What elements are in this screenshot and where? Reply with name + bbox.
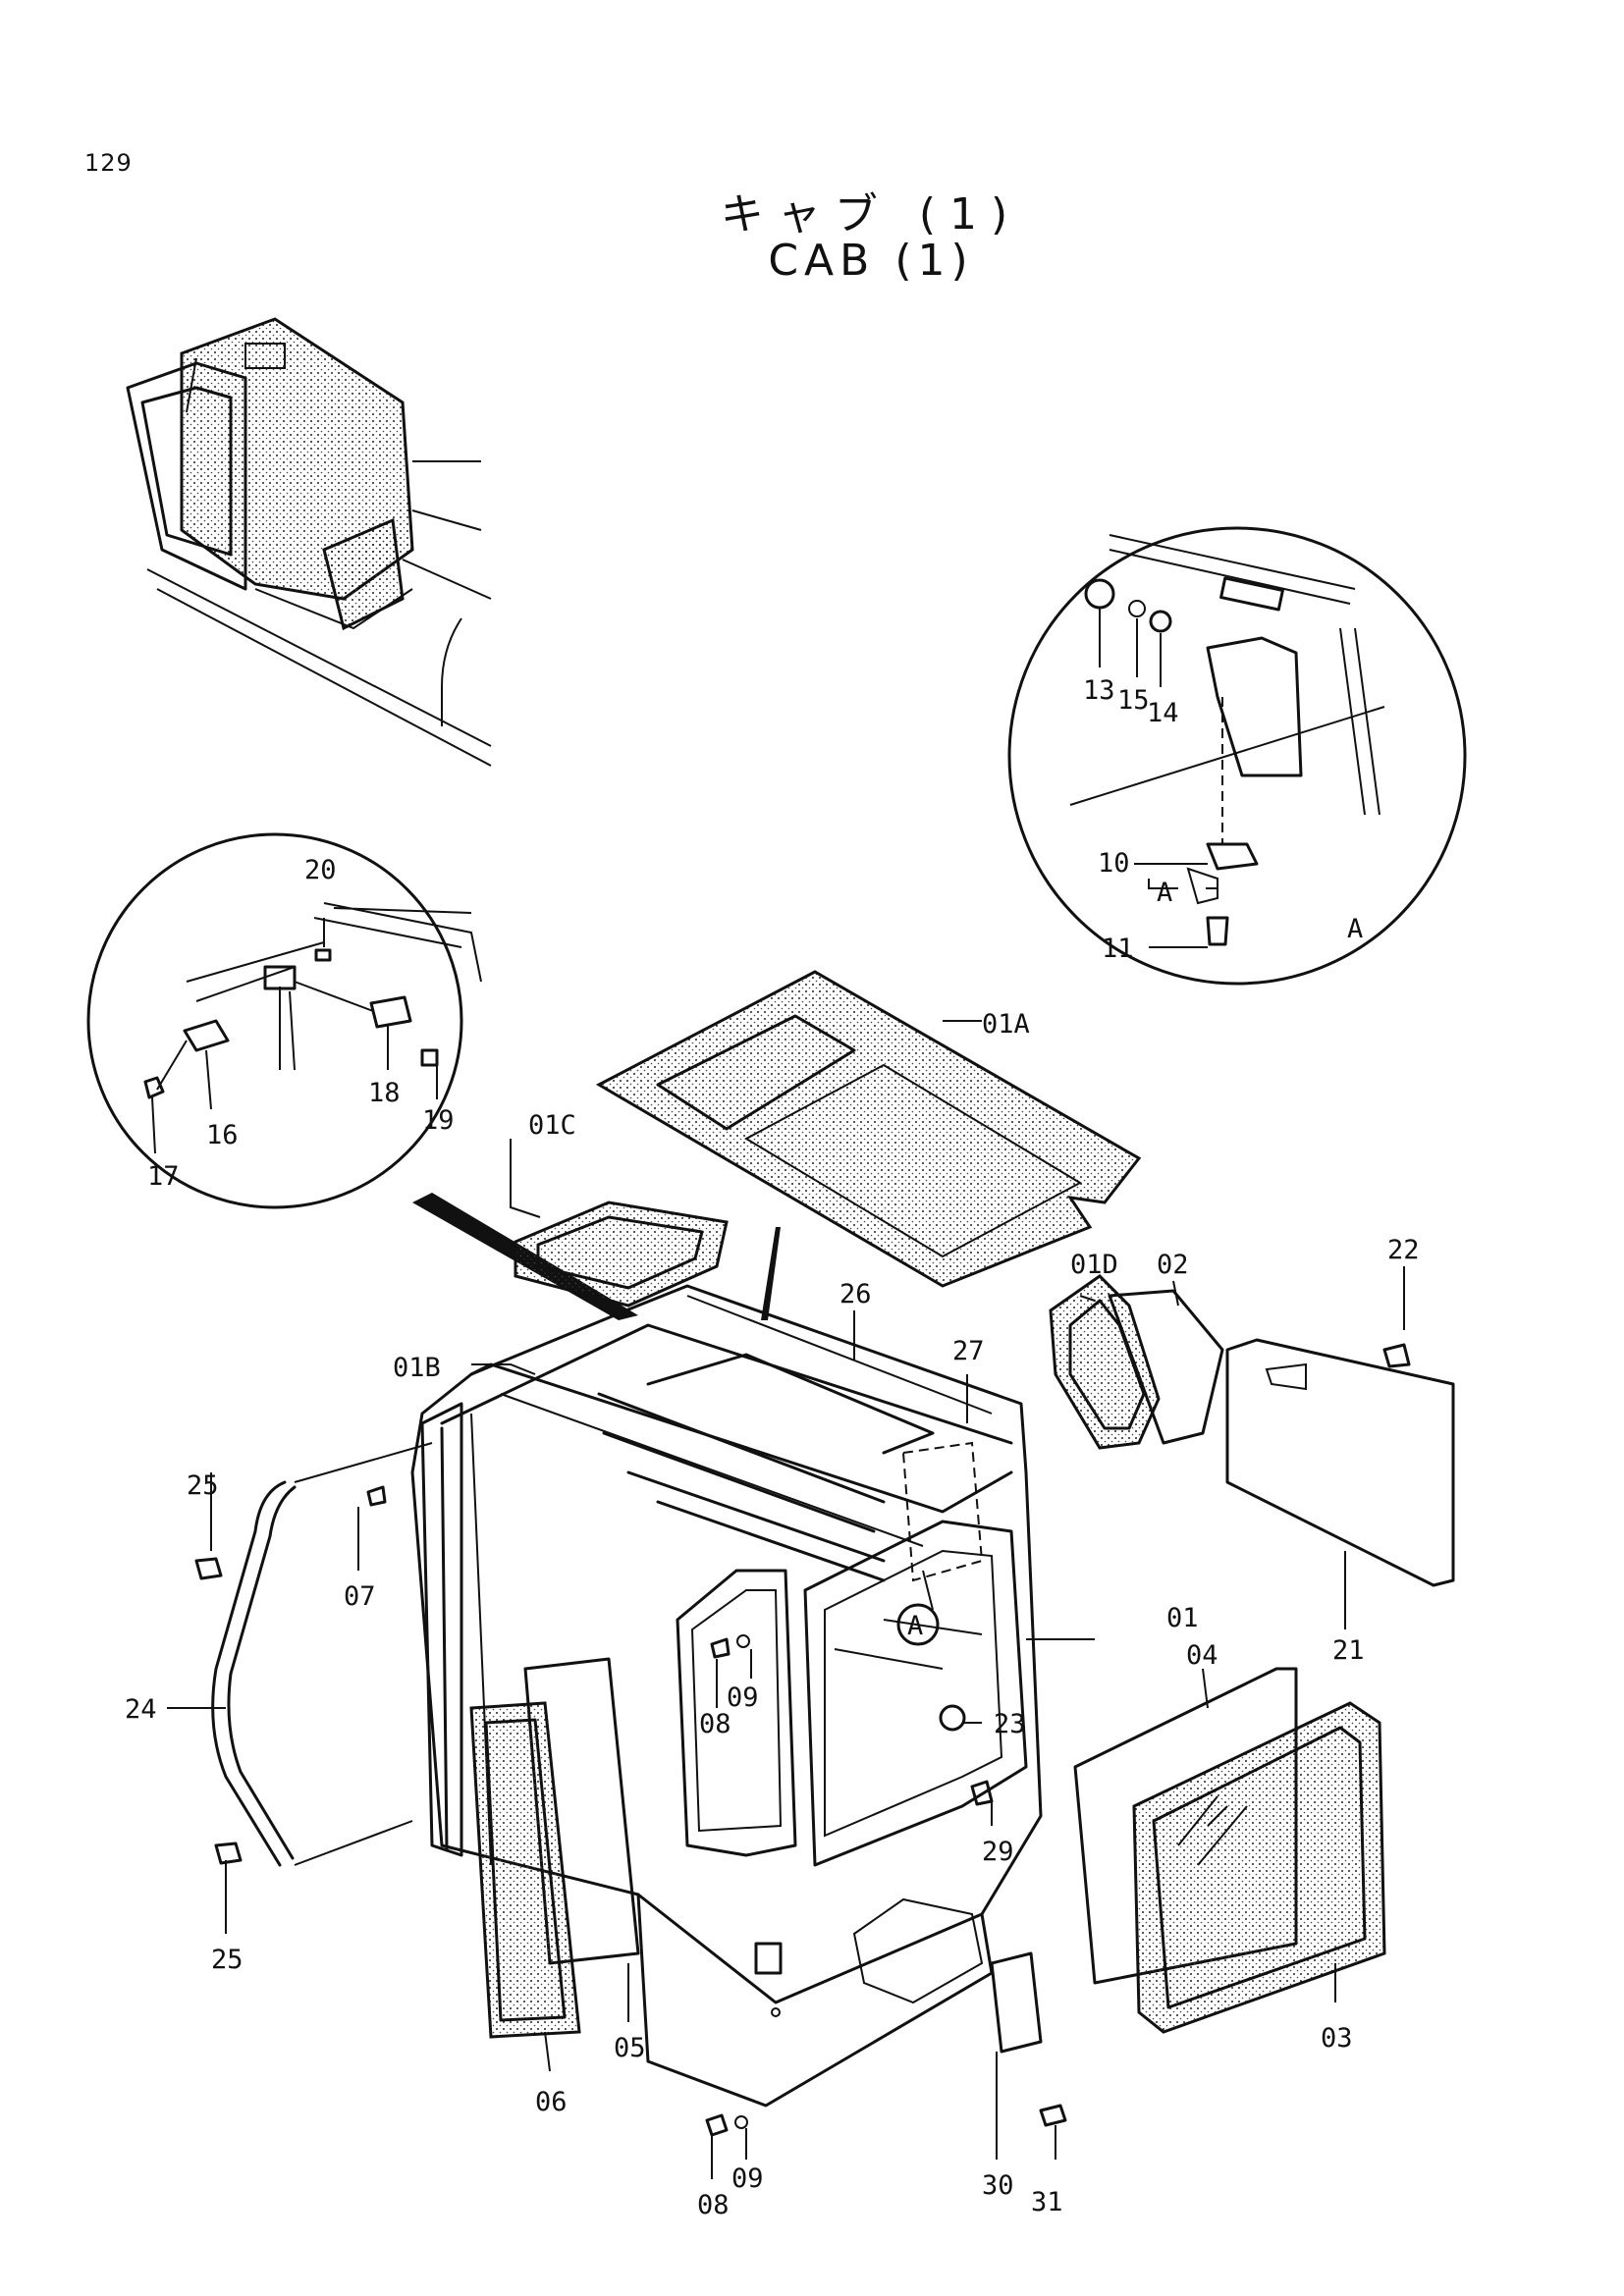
callout-01: 01 bbox=[1166, 1603, 1199, 1633]
rear-glass-21 bbox=[1225, 1338, 1455, 1587]
title-japanese: キャブ (1) bbox=[720, 189, 1022, 240]
callout-01c: 01C bbox=[528, 1110, 576, 1141]
callout-16: 16 bbox=[206, 1120, 239, 1150]
overview-cab-illustration bbox=[126, 317, 492, 767]
callout-18: 18 bbox=[368, 1078, 401, 1108]
callout-10: 10 bbox=[1098, 848, 1130, 879]
callout-leaders bbox=[167, 1020, 1405, 2179]
callout-31: 31 bbox=[1031, 2187, 1063, 2217]
detail-a-label: A bbox=[1347, 914, 1363, 944]
fasteners bbox=[194, 1343, 1411, 2137]
roof-panel-01a bbox=[595, 970, 1142, 1288]
cab-body bbox=[410, 1284, 1043, 2108]
callout-09-lower: 09 bbox=[731, 2163, 764, 2194]
callout-21: 21 bbox=[1332, 1635, 1365, 1666]
cover-plate-30 bbox=[990, 1951, 1043, 2054]
detail-a-circle bbox=[1007, 526, 1467, 986]
callout-01a: 01A bbox=[982, 1009, 1030, 1040]
title-english: CAB (1) bbox=[768, 236, 974, 286]
marker-a-text: A bbox=[907, 1611, 923, 1641]
callout-labels: 01 01A 01B 01C 01D 02 03 04 05 06 07 08 … bbox=[125, 675, 1420, 2220]
callout-09-upper: 09 bbox=[727, 1682, 759, 1713]
callout-06: 06 bbox=[535, 2087, 568, 2117]
glass-02 bbox=[1108, 1289, 1224, 1445]
callout-02: 02 bbox=[1157, 1250, 1189, 1280]
detail-a-inner-ref: A bbox=[1157, 878, 1172, 908]
detail-hinge-circle bbox=[86, 832, 482, 1209]
callout-15: 15 bbox=[1117, 685, 1150, 716]
page-number: 129 bbox=[84, 149, 133, 177]
seal-03 bbox=[1132, 1701, 1386, 2034]
callout-23: 23 bbox=[994, 1709, 1026, 1739]
callout-07: 07 bbox=[344, 1581, 376, 1612]
seal-01d bbox=[1049, 1274, 1161, 1450]
callout-04: 04 bbox=[1186, 1640, 1218, 1671]
callout-25-lower: 25 bbox=[211, 1945, 244, 1975]
callout-03: 03 bbox=[1321, 2023, 1353, 2054]
callout-11: 11 bbox=[1102, 934, 1134, 964]
callout-26: 26 bbox=[839, 1279, 872, 1309]
callout-25-upper: 25 bbox=[187, 1470, 219, 1501]
callout-01d: 01D bbox=[1070, 1250, 1118, 1280]
callout-22: 22 bbox=[1387, 1235, 1420, 1265]
callout-14: 14 bbox=[1147, 698, 1179, 728]
callout-27: 27 bbox=[952, 1336, 985, 1366]
callout-01b: 01B bbox=[393, 1353, 441, 1383]
callout-30: 30 bbox=[982, 2170, 1014, 2201]
callout-05: 05 bbox=[614, 2033, 646, 2063]
detail-a-marker bbox=[896, 1603, 940, 1646]
grab-bar-24 bbox=[211, 1480, 287, 1867]
callout-17: 17 bbox=[147, 1161, 180, 1192]
callout-24: 24 bbox=[125, 1694, 157, 1725]
callout-08-lower: 08 bbox=[697, 2190, 730, 2220]
detail-pointer-center bbox=[761, 1227, 781, 1320]
callout-13: 13 bbox=[1083, 675, 1115, 706]
callout-20: 20 bbox=[304, 855, 337, 885]
callout-19: 19 bbox=[422, 1105, 455, 1136]
callout-29: 29 bbox=[982, 1837, 1014, 1867]
callout-08-upper: 08 bbox=[699, 1709, 731, 1739]
